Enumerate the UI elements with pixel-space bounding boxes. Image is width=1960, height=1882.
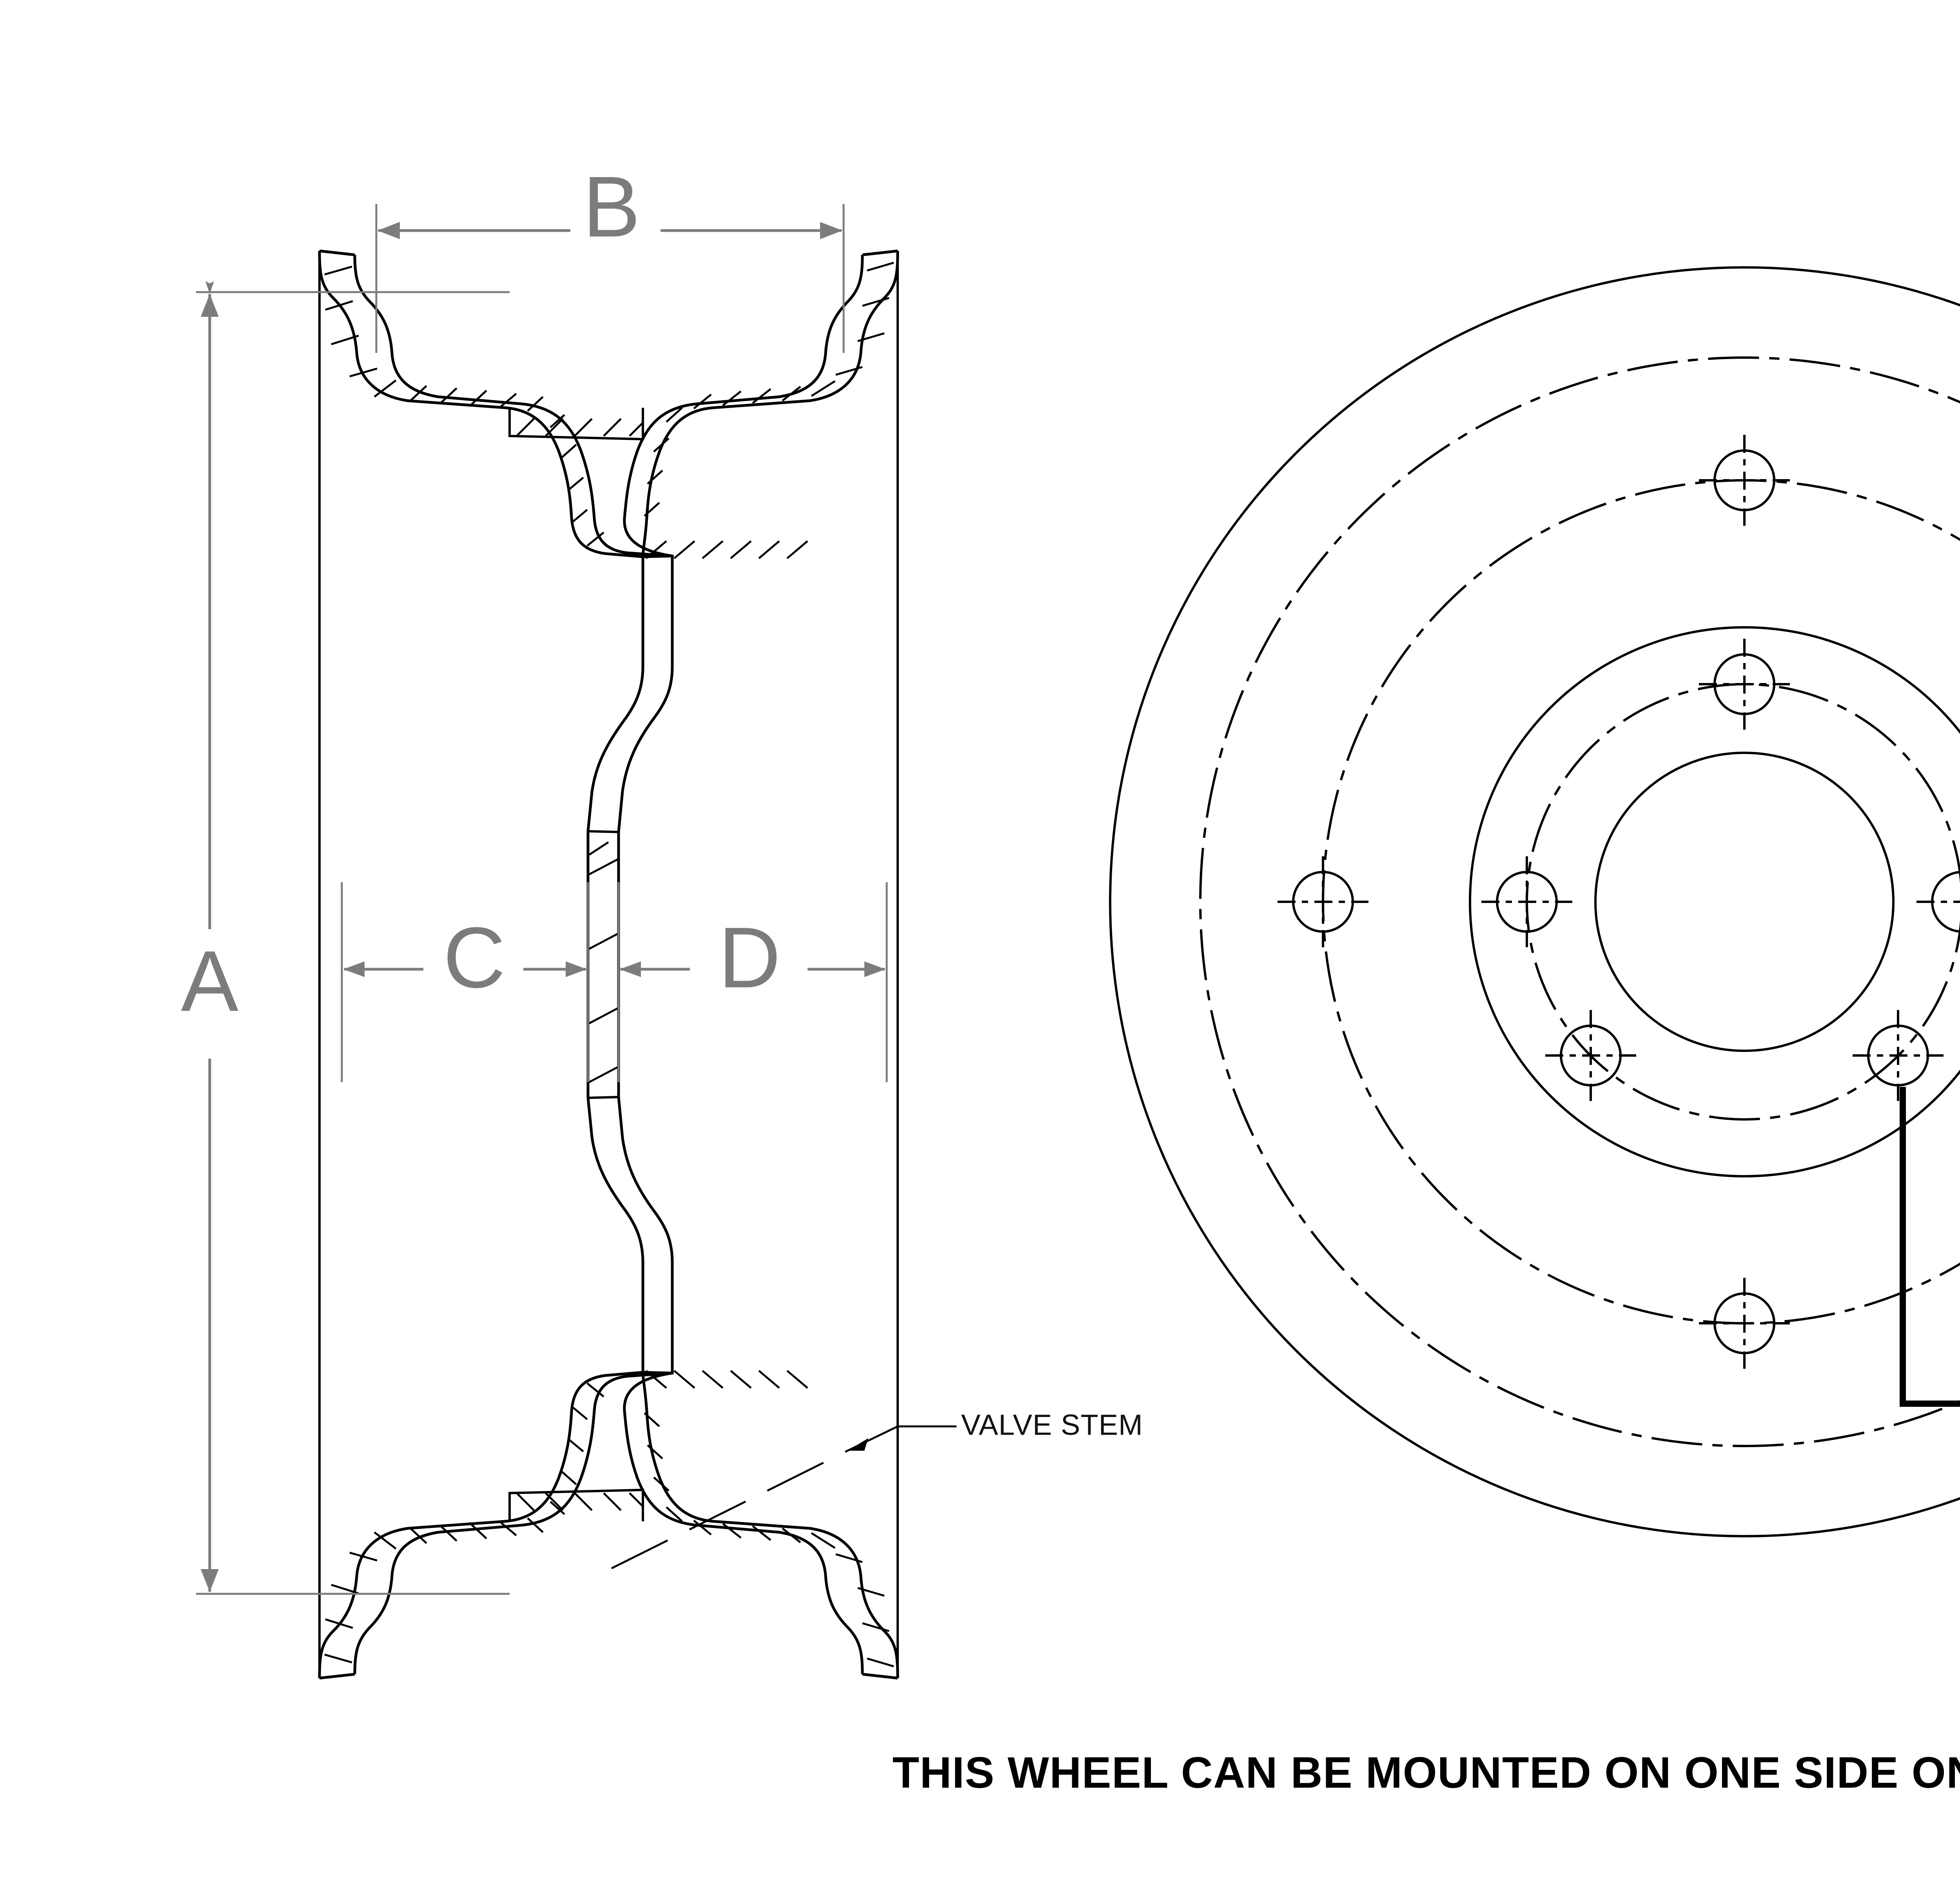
rim-bead-top: [319, 249, 355, 256]
rim-profile-bottom-inner: [353, 925, 674, 1675]
rim-bead-bottom-right: [862, 1673, 898, 1680]
dim-C-label: C: [443, 909, 506, 1006]
dim-C-arrowhead-right: [566, 961, 587, 977]
valve-stem-hidden-line: [611, 1450, 848, 1570]
inner-bolt-hole-right: [1916, 871, 1960, 933]
cross-section-view: [318, 249, 899, 1680]
disc-web-bottom-cap: [588, 1096, 619, 1099]
detail-view-direction-arrow: [1900, 1087, 1960, 1407]
outer-bolt-hole-bottom: [1699, 1278, 1790, 1369]
valve-stem-arrowhead: [848, 1438, 868, 1451]
rim-profile-bottom-right-inner: [623, 1372, 864, 1675]
dim-D-arrowhead-right: [864, 961, 886, 977]
dim-A-arrowhead-top: [201, 294, 219, 317]
detail-arrow-path: [1900, 1087, 1960, 1407]
inner-bolt-hole-top: [1699, 639, 1790, 730]
inner-bolt-hole-left: [1481, 856, 1572, 947]
dim-B-arrowhead-right: [820, 222, 842, 239]
inner-rim-circle: [1199, 356, 1960, 1447]
dimension-A: A: [181, 281, 510, 1595]
dim-D-arrowhead-left: [620, 961, 641, 977]
dim-D-label: D: [719, 909, 781, 1006]
outer-bolt-circle: [1322, 479, 1960, 1324]
inner-bolt-hole-bottom-right: [1853, 1010, 1944, 1101]
rim-profile-top-inner: [353, 254, 674, 925]
disc-web-top-cap: [588, 830, 619, 833]
rim-profile-top-outer: [318, 251, 644, 925]
dim-A-label: A: [181, 933, 239, 1029]
dim-B-arrowhead-left: [377, 222, 400, 239]
rim-bead-top-right: [862, 249, 898, 256]
hub-flange-circle: [1469, 626, 1960, 1177]
dim-A-arrowhead-bottom: [201, 1569, 219, 1592]
front-face-view: [1109, 266, 1960, 1537]
drawing-note: THIS WHEEL CAN BE MOUNTED ON ONE SIDE ON…: [893, 1748, 1960, 1797]
valve-stem-label: VALVE STEM: [961, 1409, 1143, 1441]
rim-profile-top-right-inner: [623, 254, 864, 558]
outer-rim-circle: [1109, 266, 1960, 1537]
section-hatching: [324, 262, 894, 1668]
dim-B-label: B: [583, 158, 641, 255]
inner-bolt-hole-bottom-left: [1545, 1010, 1636, 1101]
rim-profile-top-right-outer: [641, 251, 899, 557]
rim-bead-bottom: [319, 1673, 355, 1680]
outer-bolt-hole-left: [1278, 856, 1368, 947]
dimension-C: C: [341, 882, 589, 1082]
outer-bolt-hole-top: [1699, 435, 1790, 526]
rim-profile-bottom-right-outer: [641, 1372, 899, 1679]
dim-C-arrowhead-left: [343, 961, 365, 977]
valve-stem-callout: VALVE STEM: [611, 1409, 1143, 1570]
rim-profile-bottom-outer: [318, 925, 644, 1679]
dimension-B: B: [375, 158, 845, 353]
center-bore-circle: [1594, 752, 1895, 1052]
dimension-D: D: [617, 882, 888, 1082]
